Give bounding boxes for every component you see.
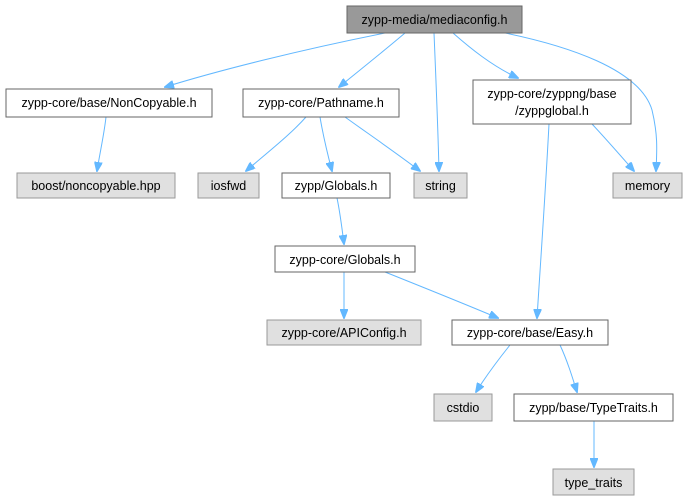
node-boost-noncopyable-label: boost/noncopyable.hpp: [31, 179, 160, 193]
node-iosfwd-label: iosfwd: [211, 179, 246, 193]
edge-zypp-globals-to-core-globals: [336, 197, 344, 244]
node-boost-noncopyable[interactable]: boost/noncopyable.hpp: [16, 172, 176, 199]
edge-mediaconfig-to-string: [433, 32, 439, 171]
edge-mediaconfig-to-pathname: [339, 32, 406, 87]
node-memory[interactable]: memory: [612, 172, 683, 199]
node-easy[interactable]: zypp-core/base/Easy.h: [451, 319, 609, 346]
edge-mediaconfig-to-memory: [489, 29, 657, 171]
node-string[interactable]: string: [413, 172, 468, 199]
node-zypp-globals-label: zypp/Globals.h: [295, 179, 378, 193]
node-type-traits-label: type_traits: [565, 476, 623, 490]
node-zyppglobal-label-line2: /zyppglobal.h: [515, 104, 589, 118]
node-zypp-globals[interactable]: zypp/Globals.h: [281, 172, 391, 199]
node-typetraits-label: zypp/base/TypeTraits.h: [529, 401, 658, 415]
edge-pathname-to-zypp-globals: [319, 116, 332, 171]
edge-zyppglobal-to-easy: [537, 123, 550, 318]
nodes-layer: zypp-media/mediaconfig.h zypp-core/base/…: [5, 5, 683, 496]
node-apiconfig-label: zypp-core/APIConfig.h: [281, 326, 406, 340]
node-noncopyable-label: zypp-core/base/NonCopyable.h: [21, 96, 196, 110]
node-typetraits[interactable]: zypp/base/TypeTraits.h: [513, 393, 674, 422]
node-type-traits[interactable]: type_traits: [552, 468, 635, 496]
edge-core-globals-to-easy: [384, 271, 498, 318]
node-apiconfig[interactable]: zypp-core/APIConfig.h: [266, 319, 422, 346]
node-core-globals[interactable]: zypp-core/Globals.h: [274, 245, 416, 273]
node-iosfwd[interactable]: iosfwd: [197, 172, 260, 199]
node-zyppglobal[interactable]: zypp-core/zyppng/base /zyppglobal.h: [472, 79, 632, 125]
node-zyppglobal-label-line1: zypp-core/zyppng/base: [487, 87, 616, 101]
node-cstdio[interactable]: cstdio: [433, 393, 493, 422]
node-cstdio-label: cstdio: [447, 401, 480, 415]
node-memory-label: memory: [625, 179, 671, 193]
edge-pathname-to-iosfwd: [246, 116, 307, 171]
edges-layer: [97, 29, 657, 467]
node-core-globals-label: zypp-core/Globals.h: [289, 253, 400, 267]
edge-mediaconfig-to-zyppglobal: [452, 32, 518, 78]
edge-easy-to-cstdio: [476, 344, 511, 392]
node-noncopyable[interactable]: zypp-core/base/NonCopyable.h: [5, 88, 213, 118]
node-mediaconfig-label: zypp-media/mediaconfig.h: [362, 13, 508, 27]
node-pathname[interactable]: zypp-core/Pathname.h: [242, 88, 400, 118]
edge-zyppglobal-to-memory: [591, 123, 634, 171]
node-easy-label: zypp-core/base/Easy.h: [467, 326, 593, 340]
edge-noncopyable-to-boost-noncopyable: [97, 116, 107, 171]
node-mediaconfig[interactable]: zypp-media/mediaconfig.h: [346, 5, 523, 34]
edge-easy-to-typetraits: [559, 344, 577, 392]
edge-pathname-to-string: [344, 116, 420, 171]
node-pathname-label: zypp-core/Pathname.h: [258, 96, 384, 110]
node-string-label: string: [425, 179, 456, 193]
edge-mediaconfig-to-noncopyable: [165, 32, 386, 87]
